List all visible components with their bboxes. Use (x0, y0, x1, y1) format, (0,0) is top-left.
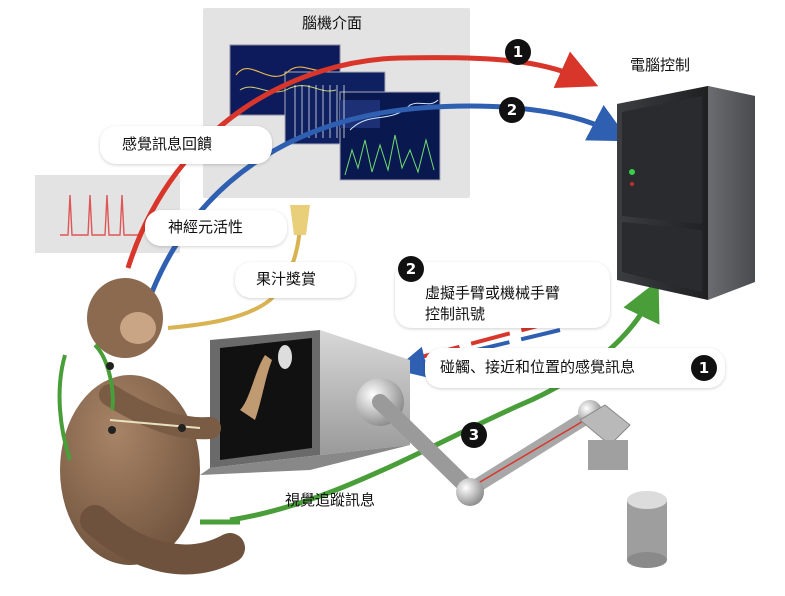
computer-tower (617, 86, 755, 300)
juice-tube (167, 219, 302, 330)
computer-control-label: 電腦控制 (630, 56, 691, 74)
control-signal-label-1: 虛擬手臂或機械手臂 (425, 284, 561, 302)
target-cylinder (627, 491, 667, 568)
juice-cup (290, 205, 310, 235)
red-pathway-arc (125, 51, 599, 269)
badge-robot-arm: 3 (461, 422, 487, 448)
badge-top-arc: 1 (505, 39, 531, 65)
badge-touch-feedback: 1 (691, 355, 717, 381)
neuron-activity-label: 神經元活性 (168, 218, 244, 236)
robot-arm (356, 378, 631, 506)
badge-middle-arc: 2 (499, 97, 525, 123)
touch-feedback-label: 碰觸、接近和位置的感覺訊息 (440, 358, 636, 376)
control-signal-label-2: 控制訊號 (425, 305, 486, 323)
sensory-feedback-label: 感覺訊息回饋 (122, 135, 213, 153)
bci-title: 腦機介面 (302, 14, 363, 32)
pill-juice-reward (235, 262, 355, 298)
pill-sensory-feedback (100, 126, 272, 164)
display-monitor (200, 330, 410, 475)
pill-touch-feedback (425, 348, 725, 388)
blue-pathway-arc (149, 103, 630, 293)
juice-reward-label: 果汁獎賞 (256, 270, 317, 288)
spike-trace (60, 194, 140, 236)
green-pathway-arc (229, 279, 660, 523)
pill-neuron-activity (145, 210, 287, 246)
badge-control-signal: 2 (398, 256, 424, 282)
visual-tracking-label: 視覺追蹤訊息 (285, 491, 376, 509)
pill-control-signal (395, 262, 610, 328)
monkey (57, 278, 245, 575)
